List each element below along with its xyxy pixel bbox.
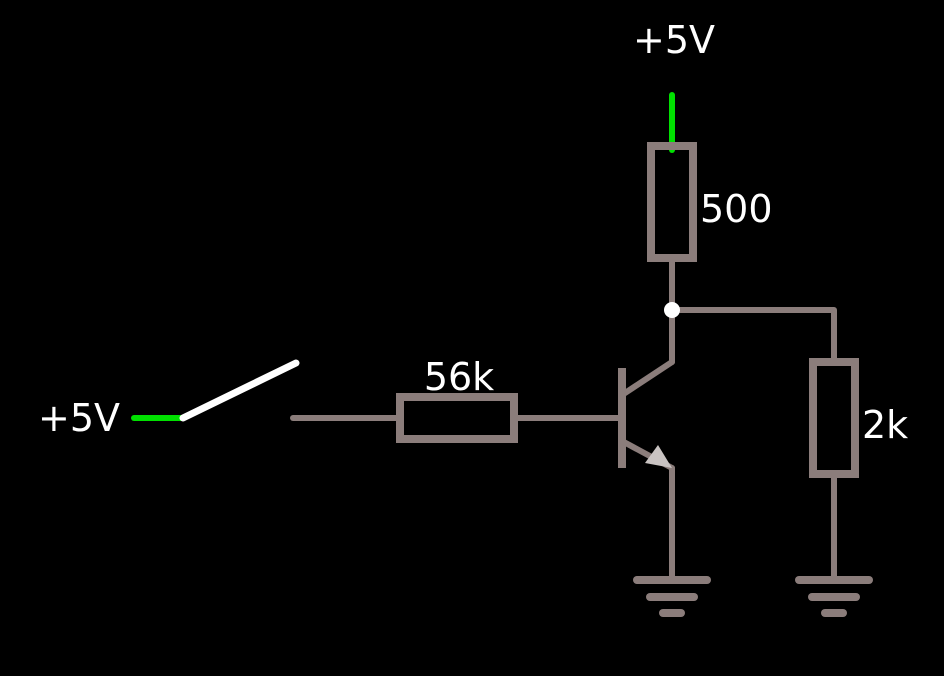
ground-emitter: [633, 576, 711, 617]
supply-label-left: +5V: [38, 396, 120, 440]
resistor-base-label: 56k: [424, 355, 494, 399]
wire-to-load: [669, 307, 837, 365]
resistor-collector-label: 500: [700, 187, 773, 231]
resistor-load-label: 2k: [862, 403, 908, 447]
supply-label-top: +5V: [633, 18, 715, 62]
resistor-load-body: [809, 358, 859, 478]
transistor-collector-lead: [619, 359, 675, 398]
resistor-base-body: [396, 393, 518, 443]
switch-blade[interactable]: [179, 359, 300, 422]
emitter-arrow-icon: [645, 445, 672, 468]
ground-load: [795, 576, 873, 617]
switch[interactable]: [179, 359, 300, 422]
junction-dot: [664, 302, 680, 318]
wires: [290, 255, 837, 583]
npn-transistor: [618, 359, 675, 471]
supply-top: +5V: [633, 18, 715, 153]
resistor-base: 56k: [396, 355, 518, 443]
resistor-load: 2k: [809, 358, 908, 478]
supply-left: +5V: [38, 396, 186, 440]
